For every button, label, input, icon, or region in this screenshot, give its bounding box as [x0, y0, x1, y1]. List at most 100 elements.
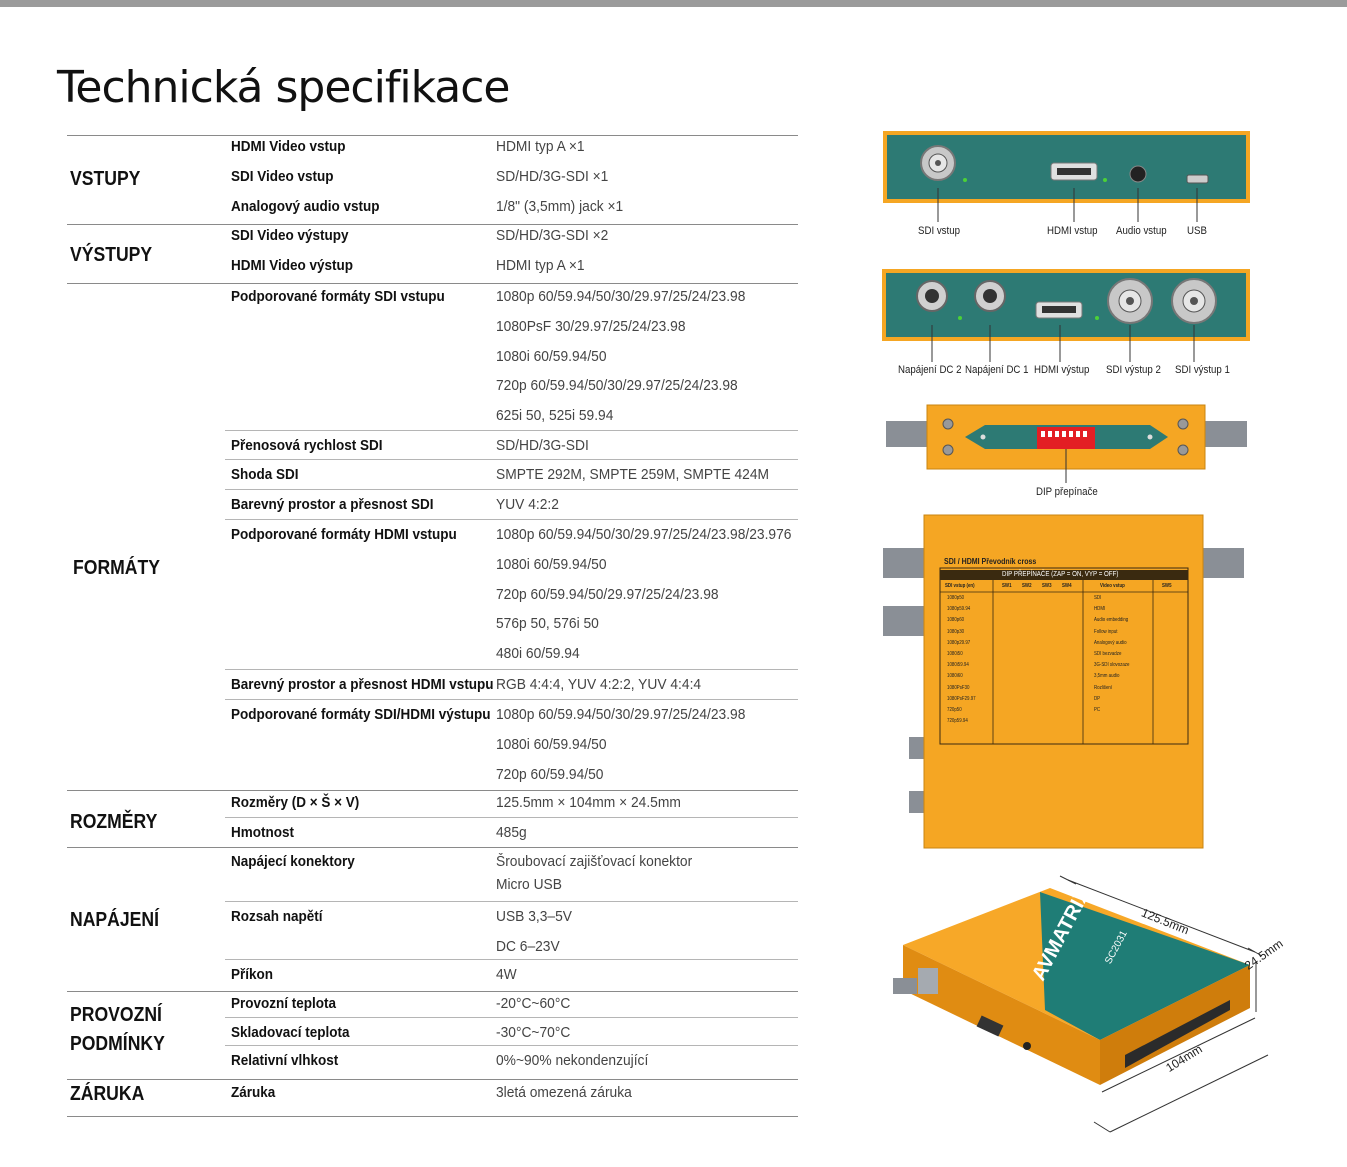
- spec-key: Rozměry (D × Š × V): [231, 794, 360, 811]
- spec-value: 125.5mm × 104mm × 24.5mm: [496, 794, 681, 811]
- dip-row-label: 1080i60: [947, 673, 963, 680]
- spec-value: 720p 60/59.94/50/30/29.97/25/24/23.98: [496, 377, 738, 395]
- dip-col-header: SW5: [1162, 583, 1172, 589]
- section-label: ZÁRUKA: [70, 1083, 145, 1105]
- dip-row-label: 1080i59.94: [947, 662, 969, 669]
- spec-value: 480i 60/59.94: [496, 645, 580, 663]
- spec-key: Barevný prostor a přesnost HDMI vstupu: [231, 676, 494, 693]
- spec-key: Relativní vlhkost: [231, 1052, 339, 1069]
- spec-key: Podporované formáty SDI vstupu: [231, 288, 445, 305]
- section-label: FORMÁTY: [73, 557, 161, 579]
- spec-key: Shoda SDI: [231, 466, 299, 483]
- spec-value: HDMI typ A ×1: [496, 138, 585, 155]
- dip-row-label: Audio embedding: [1094, 617, 1129, 624]
- row-divider: [225, 519, 798, 520]
- spec-value: 1080p 60/59.94/50/30/29.97/25/24/23.98/2…: [496, 526, 792, 543]
- row-divider: [225, 901, 798, 902]
- section-label: NAPÁJENÍ: [70, 909, 160, 931]
- row-divider: [225, 1017, 798, 1018]
- section-divider: [67, 1079, 798, 1080]
- section-label: VSTUPY: [70, 168, 141, 190]
- spec-key: HDMI Video vstup: [231, 138, 346, 155]
- spec-value: 1080i 60/59.94/50: [496, 735, 607, 753]
- dip-row-label: 1080p29.97: [947, 639, 971, 646]
- dip-row-label: 3,5mm audio: [1094, 673, 1120, 680]
- spec-value: 485g: [496, 824, 527, 841]
- spec-key: Přenosová rychlost SDI: [231, 437, 383, 454]
- dip-row-label: 1080PsF29.97: [947, 695, 976, 702]
- spec-key: Hmotnost: [231, 824, 294, 841]
- section-divider: [67, 224, 798, 225]
- dip-col-header: SW1: [1002, 583, 1012, 589]
- spec-key: SDI Video výstupy: [231, 227, 349, 244]
- spec-value: 720p 60/59.94/50/29.97/25/24/23.98: [496, 585, 719, 603]
- page-title: Technická specifikace: [57, 62, 510, 113]
- spec-value: RGB 4:4:4, YUV 4:2:2, YUV 4:4:4: [496, 676, 702, 693]
- dip-row-label: PC: [1094, 707, 1101, 713]
- spec-value: YUV 4:2:2: [496, 496, 559, 513]
- spec-value: SD/HD/3G-SDI: [496, 437, 589, 454]
- spec-key: Skladovací teplota: [231, 1024, 350, 1041]
- spec-value: SD/HD/3G-SDI ×2: [496, 227, 609, 244]
- spec-key: SDI Video vstup: [231, 168, 334, 185]
- dip-row-label: 1080i50: [947, 651, 963, 657]
- dip-row-label: SDI: [1094, 595, 1102, 601]
- bottom-panel-figure: [883, 514, 1244, 849]
- dip-row-label: 1080p50: [947, 595, 965, 601]
- spec-key: Analogový audio vstup: [231, 198, 380, 215]
- spec-key: Provozní teplota: [231, 995, 337, 1012]
- dip-row-label: 720p50: [947, 707, 962, 713]
- spec-value: 576p 50, 576i 50: [496, 615, 599, 633]
- row-divider: [225, 959, 798, 960]
- dip-row-label: 3G-SDI slovozaze: [1094, 662, 1130, 669]
- fig-label-audio-in: Audio vstup: [1116, 225, 1167, 237]
- section-divider: [67, 790, 798, 791]
- output-panel-figure: [882, 269, 1250, 362]
- spec-value: 1/8" (3,5mm) jack ×1: [496, 198, 624, 215]
- spec-key: HDMI Video výstup: [231, 257, 354, 274]
- dip-row-label: Follow input: [1094, 628, 1118, 635]
- spec-value: SMPTE 292M, SMPTE 259M, SMPTE 424M: [496, 466, 770, 483]
- section-divider: [67, 283, 798, 284]
- fig-label-dc2: Napájení DC 2: [898, 364, 962, 376]
- section-divider: [67, 1116, 798, 1117]
- spec-key: Rozsah napětí: [231, 908, 323, 925]
- row-divider: [225, 489, 798, 490]
- fig-label-sdi-in: SDI vstup: [918, 225, 960, 237]
- dip-col-header: SDI vstup (en): [945, 583, 975, 589]
- dip-row-label: SDI bezvadze: [1094, 651, 1122, 657]
- fig-label-dip: DIP přepínače: [1036, 486, 1098, 498]
- top-bar: [0, 0, 1347, 7]
- section-label: VÝSTUPY: [70, 244, 153, 266]
- spec-value: 720p 60/59.94/50: [496, 765, 604, 783]
- spec-value: USB 3,3–5V: [496, 908, 572, 925]
- dip-row-label: 1080p30: [947, 628, 965, 635]
- fig-label-hdmi-out: HDMI výstup: [1034, 364, 1090, 376]
- spec-value: 1080p 60/59.94/50/30/29.97/25/24/23.98: [496, 706, 746, 723]
- spec-value: 1080p 60/59.94/50/30/29.97/25/24/23.98: [496, 288, 746, 305]
- fig-label-dc1: Napájení DC 1: [965, 364, 1029, 376]
- dip-row-label: Rozlišení: [1094, 684, 1113, 691]
- dip-row-label: Analogový audio: [1094, 639, 1127, 646]
- fig-label-hdmi-in: HDMI vstup: [1047, 225, 1098, 237]
- spec-value: 3letá omezená záruka: [496, 1084, 632, 1101]
- spec-value: 1080i 60/59.94/50: [496, 555, 607, 573]
- dip-switch-figure: [886, 404, 1247, 483]
- spec-value: DC 6–23V: [496, 937, 560, 955]
- input-panel-figure: [883, 131, 1250, 222]
- spec-value: 1080PsF 30/29.97/25/24/23.98: [496, 317, 686, 335]
- spec-key: Barevný prostor a přesnost SDI: [231, 496, 434, 513]
- spec-key: Napájecí konektory: [231, 853, 355, 870]
- section-divider: [67, 847, 798, 848]
- bottom-panel-title: SDI / HDMI Převodník cross: [944, 557, 1037, 566]
- dip-row-label: 1080PsF30: [947, 684, 970, 691]
- dip-col-header: Video vstup: [1100, 583, 1125, 589]
- dip-row-label: 1080p59.94: [947, 606, 971, 613]
- dip-row-label: DP: [1094, 695, 1101, 702]
- spec-value: -20°C~60°C: [496, 995, 571, 1012]
- row-divider: [225, 430, 798, 431]
- row-divider: [225, 1045, 798, 1046]
- row-divider: [225, 699, 798, 700]
- section-label: PROVOZNÍ PODMÍNKY: [70, 1004, 165, 1055]
